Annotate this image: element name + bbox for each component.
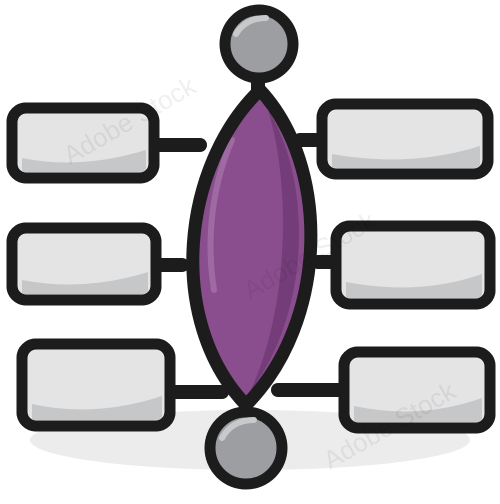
box-right-middle: [330, 220, 496, 310]
box-right-top: [316, 98, 494, 180]
center-lens: [186, 83, 318, 412]
box-right-bottom: [338, 346, 496, 434]
box-left-top: [6, 102, 160, 184]
top-node-circle: [219, 4, 299, 84]
stock-id-label: #374329989: [0, 423, 3, 490]
bottom-node-circle: [204, 406, 288, 490]
box-left-bottom: [16, 338, 176, 432]
stock-id-strip: #374329989: [0, 0, 19, 500]
box-left-middle: [6, 222, 162, 306]
